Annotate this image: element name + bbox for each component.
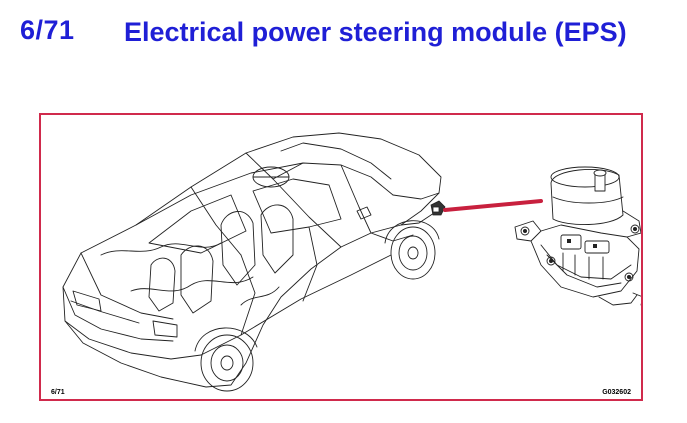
illustration bbox=[62, 132, 641, 392]
eps-module-drawing bbox=[514, 166, 641, 306]
illustration-frame: 6/71 G032602 bbox=[39, 113, 643, 401]
page-number: 6/71 bbox=[20, 15, 75, 45]
eps-module-shading bbox=[523, 227, 637, 279]
page-title: Electrical power steering module (EPS) bbox=[124, 17, 627, 47]
pointer-line bbox=[443, 199, 543, 212]
eps-location-marker bbox=[430, 200, 446, 216]
figure-ref-right: G032602 bbox=[602, 389, 631, 396]
figure-ref-left: 6/71 bbox=[51, 389, 65, 396]
car-drawing bbox=[62, 132, 442, 392]
